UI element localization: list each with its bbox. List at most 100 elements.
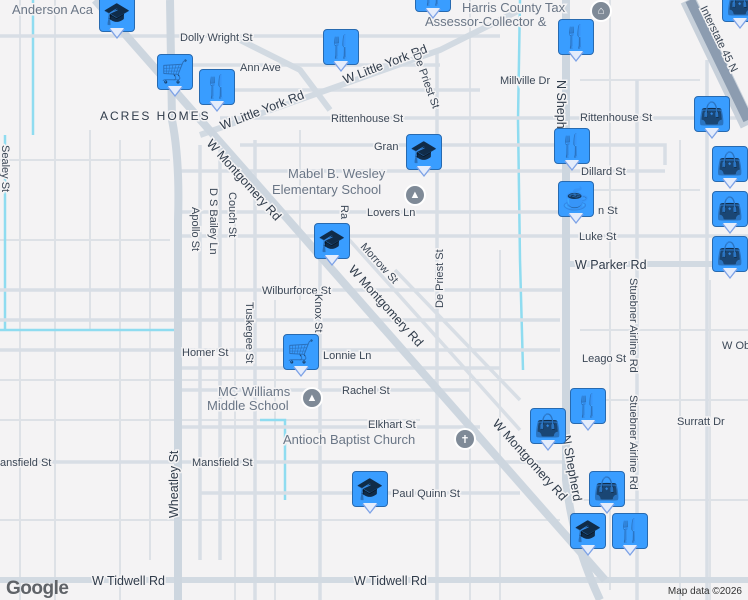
government-pin-icon[interactable]: ⌂ xyxy=(590,0,612,22)
label-wilburforce: Wilburforce St xyxy=(262,285,331,297)
label-rittenhouse-e: Rittenhouse St xyxy=(580,112,652,124)
label-dolly-wright: Dolly Wright St xyxy=(180,32,253,44)
marker-pointer xyxy=(324,255,340,266)
label-w-parker: W Parker Rd xyxy=(575,258,647,272)
label-rachel: Rachel St xyxy=(342,385,390,397)
label-mansfield: Mansfield St xyxy=(192,457,253,469)
place-labels[interactable]: Anderson Aca Harris County Tax Assessor-… xyxy=(11,0,568,449)
graduation-cap-icon: 🎓 xyxy=(570,513,606,549)
marker-shopping[interactable]: 👜 xyxy=(694,96,730,140)
place-harris-county-tax[interactable]: Harris County Tax xyxy=(461,0,568,17)
shopping-bag-icon: 👜 xyxy=(722,0,748,22)
fork-knife-icon: 🍴 xyxy=(570,388,606,424)
label-gran: Gran xyxy=(374,141,398,153)
marker-pointer xyxy=(704,128,720,139)
label-stuebner: Stuebner Airline Rd xyxy=(627,278,639,373)
fork-knife-icon: 🍴 xyxy=(199,69,235,105)
marker-grocery[interactable]: 🛒 xyxy=(157,54,193,98)
label-luke: Luke St xyxy=(579,231,616,243)
marker-pointer xyxy=(722,268,738,279)
marker-pointer xyxy=(622,545,638,556)
marker-school[interactable]: 🎓 xyxy=(99,0,135,40)
church-pin-icon[interactable]: ✝ xyxy=(454,428,476,450)
label-stuebner-s: Stuebner Airline Rd xyxy=(627,395,639,490)
label-surratt: Surratt Dr xyxy=(677,416,725,428)
label-ds-bailey: D S Bailey Ln xyxy=(207,188,219,255)
school-pin-icon[interactable]: ▲ xyxy=(404,184,426,206)
shopping-bag-icon: 👜 xyxy=(530,408,566,444)
marker-restaurant[interactable]: 🍴 xyxy=(415,0,451,20)
marker-pointer xyxy=(580,545,596,556)
label-street-n: n St xyxy=(598,205,618,217)
fork-knife-icon: 🍴 xyxy=(558,19,594,55)
label-wheatley: Wheatley St xyxy=(167,450,181,518)
street-labels: Dolly Wright St Ann Ave W Little York Rd… xyxy=(0,3,748,590)
place-mcwilliams-2[interactable]: Middle School xyxy=(206,397,291,415)
label-de-priest-s: De Priest St xyxy=(434,249,446,308)
graduation-cap-icon: 🎓 xyxy=(352,471,388,507)
marker-restaurant[interactable]: 🍴 xyxy=(612,513,648,557)
marker-pointer xyxy=(362,503,378,514)
place-anderson[interactable]: Anderson Aca xyxy=(11,1,96,19)
marker-grocery[interactable]: 🛒 xyxy=(283,334,319,378)
marker-pointer xyxy=(568,213,584,224)
label-lonnie: Lonnie Ln xyxy=(323,350,371,362)
label-apollo: Apollo St xyxy=(189,207,201,251)
marker-school[interactable]: 🎓 xyxy=(406,134,442,178)
shopping-bag-icon: 👜 xyxy=(712,236,748,272)
label-leago: Leago St xyxy=(582,353,626,365)
fork-knife-icon: 🍴 xyxy=(323,29,359,65)
marker-school[interactable]: 🎓 xyxy=(570,513,606,557)
marker-shopping[interactable]: 👜 xyxy=(712,236,748,280)
place-antioch[interactable]: Antioch Baptist Church xyxy=(282,431,417,449)
shopping-bag-icon: 👜 xyxy=(712,191,748,227)
label-w-ob: W Ob xyxy=(722,340,748,352)
place-mcwilliams[interactable]: MC Williams xyxy=(217,383,293,401)
label-w-tidwell: W Tidwell Rd xyxy=(92,574,165,588)
marker-pointer xyxy=(109,28,125,39)
label-rittenhouse: Rittenhouse St xyxy=(331,113,403,125)
marker-restaurant[interactable]: 🍴 xyxy=(323,29,359,73)
marker-pointer xyxy=(722,223,738,234)
marker-restaurant[interactable]: 🍴 xyxy=(199,69,235,113)
marker-pointer xyxy=(416,166,432,177)
marker-shopping[interactable]: 👜 xyxy=(589,471,625,515)
label-ann: Ann Ave xyxy=(240,62,281,74)
place-harris-county-tax-2[interactable]: Assessor-Collector & xyxy=(424,13,549,31)
school-pin-icon[interactable]: ▲ xyxy=(301,387,323,409)
map-attribution[interactable]: Map data ©2026 xyxy=(667,586,742,597)
shopping-bag-icon: 👜 xyxy=(589,471,625,507)
marker-pointer xyxy=(293,366,309,377)
place-mabel-wesley-2[interactable]: Elementary School xyxy=(271,181,383,199)
marker-restaurant[interactable]: 🍴 xyxy=(554,128,590,172)
fork-knife-icon: 🍴 xyxy=(554,128,590,164)
label-couch: Couch St xyxy=(226,192,238,237)
marker-shopping[interactable]: 👜 xyxy=(712,146,748,190)
label-paul-quinn: Paul Quinn St xyxy=(392,488,460,500)
marker-shopping[interactable]: 👜 xyxy=(712,191,748,235)
marker-shopping[interactable]: 👜 xyxy=(530,408,566,452)
marker-pointer xyxy=(425,8,441,19)
label-dillard: Dillard St xyxy=(581,166,626,178)
marker-pointer xyxy=(722,178,738,189)
marker-school[interactable]: 🎓 xyxy=(352,471,388,515)
marker-pointer xyxy=(568,51,584,62)
label-knox: Knox St xyxy=(312,294,324,333)
marker-restaurant[interactable]: 🍴 xyxy=(570,388,606,432)
streets xyxy=(0,34,748,600)
label-homer: Homer St xyxy=(182,347,228,359)
marker-school[interactable]: 🎓 xyxy=(314,223,350,267)
marker-pointer xyxy=(540,440,556,451)
marker-restaurant[interactable]: 🍴 xyxy=(558,19,594,63)
place-mabel-wesley[interactable]: Mabel B. Wesley xyxy=(287,165,388,183)
label-lovers: Lovers Ln xyxy=(367,207,415,219)
marker-pointer xyxy=(564,160,580,171)
neighborhood-label: ACRES HOMES xyxy=(100,109,211,123)
water-canals xyxy=(0,0,525,500)
fork-knife-icon: 🍴 xyxy=(612,513,648,549)
marker-shopping[interactable]: 👜 xyxy=(722,0,748,30)
label-sealey: Sealey St xyxy=(0,145,11,192)
marker-pointer xyxy=(333,61,349,72)
marker-cafe[interactable]: ☕ xyxy=(558,181,594,225)
